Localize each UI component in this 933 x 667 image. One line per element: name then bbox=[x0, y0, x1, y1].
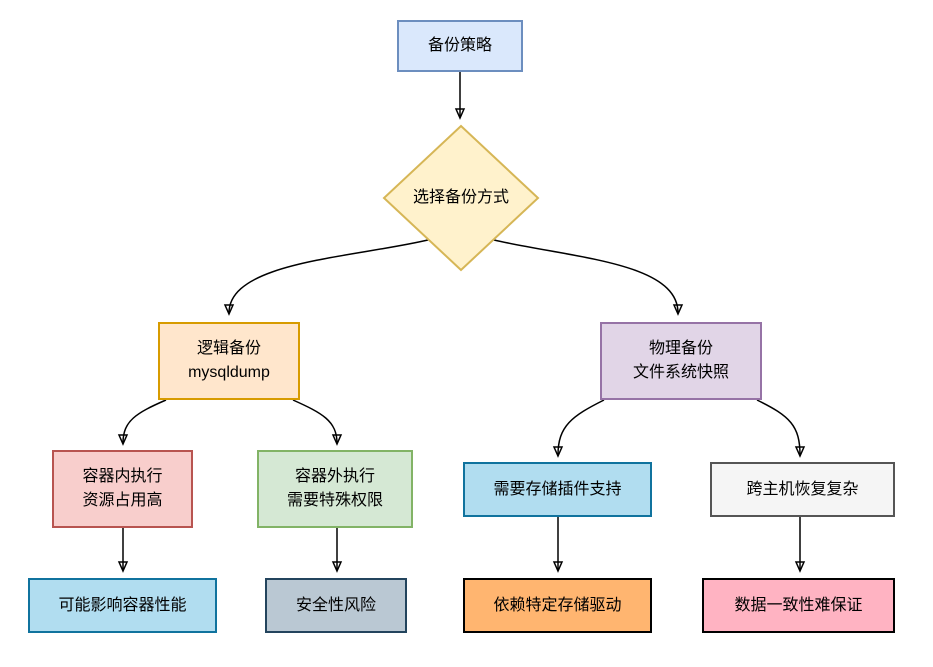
node-label: 资源占用高 bbox=[82, 492, 163, 509]
node-label: 可能影响容器性能 bbox=[58, 596, 187, 614]
node-label: 需要存储插件支持 bbox=[493, 480, 622, 498]
node-label: 逻辑备份 bbox=[196, 340, 261, 357]
node-label: 数据一致性难保证 bbox=[734, 596, 863, 614]
node-container-performance: 可能影响容器性能 bbox=[28, 578, 217, 633]
node-label: 物理备份 bbox=[648, 340, 713, 357]
node-label: 文件系统快照 bbox=[632, 364, 729, 381]
edge-physical-plugin bbox=[552, 399, 605, 458]
node-label: 容器内执行 bbox=[82, 468, 163, 485]
edge-physical-cross-host bbox=[756, 399, 806, 458]
node-label: 选择备份方式 bbox=[412, 189, 509, 206]
node-data-consistency: 数据一致性难保证 bbox=[702, 578, 895, 633]
node-label: 安全性风险 bbox=[295, 596, 376, 614]
node-label: 需要特殊权限 bbox=[286, 492, 383, 509]
node-label: mysqldump bbox=[188, 364, 270, 381]
node-label: 备份策略 bbox=[427, 37, 492, 54]
edge-logical-in-container bbox=[117, 399, 167, 446]
node-security-risk: 安全性风险 bbox=[265, 578, 407, 633]
node-label: 跨主机恢复复杂 bbox=[746, 480, 859, 498]
node-backup-strategy: 备份策略 bbox=[397, 20, 523, 72]
node-logical-backup: 逻辑备份 mysqldump bbox=[158, 322, 300, 400]
node-storage-plugin-support: 需要存储插件支持 bbox=[463, 462, 652, 517]
node-label: 容器外执行 bbox=[294, 468, 375, 485]
edge-logical-out-container bbox=[292, 399, 343, 446]
node-exec-outside-container: 容器外执行 需要特殊权限 bbox=[257, 450, 413, 528]
node-physical-backup: 物理备份 文件系统快照 bbox=[600, 322, 762, 400]
node-storage-driver-dependency: 依赖特定存储驱动 bbox=[463, 578, 652, 633]
node-label: 依赖特定存储驱动 bbox=[493, 596, 622, 614]
node-choose-backup-method: 选择备份方式 bbox=[382, 124, 540, 272]
diamond-shape bbox=[382, 124, 540, 272]
node-cross-host-recovery: 跨主机恢复复杂 bbox=[710, 462, 895, 517]
node-exec-in-container: 容器内执行 资源占用高 bbox=[52, 450, 193, 528]
